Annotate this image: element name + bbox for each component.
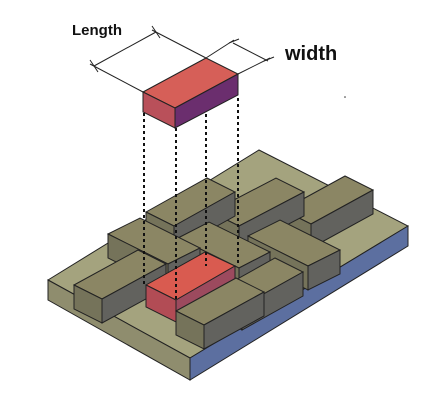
width-dimension — [205, 38, 275, 75]
length-extension-line — [151, 29, 207, 59]
length-tick — [151, 25, 161, 39]
sample-brick-right-face — [174, 73, 239, 129]
length-dimension-line — [93, 31, 157, 67]
width-dimension-line — [232, 42, 269, 62]
length-tick — [89, 59, 99, 73]
paver-brick — [174, 277, 266, 350]
sample-brick — [141, 57, 240, 129]
length-label: Length — [72, 22, 122, 39]
projection-lines — [143, 98, 239, 300]
paver-bricks — [72, 175, 375, 350]
width-tick — [228, 38, 240, 44]
width-tick — [263, 56, 275, 62]
length-dimension — [89, 25, 207, 93]
stray-dot — [344, 96, 346, 98]
length-extension-line — [89, 63, 144, 93]
width-label: width — [284, 43, 337, 65]
